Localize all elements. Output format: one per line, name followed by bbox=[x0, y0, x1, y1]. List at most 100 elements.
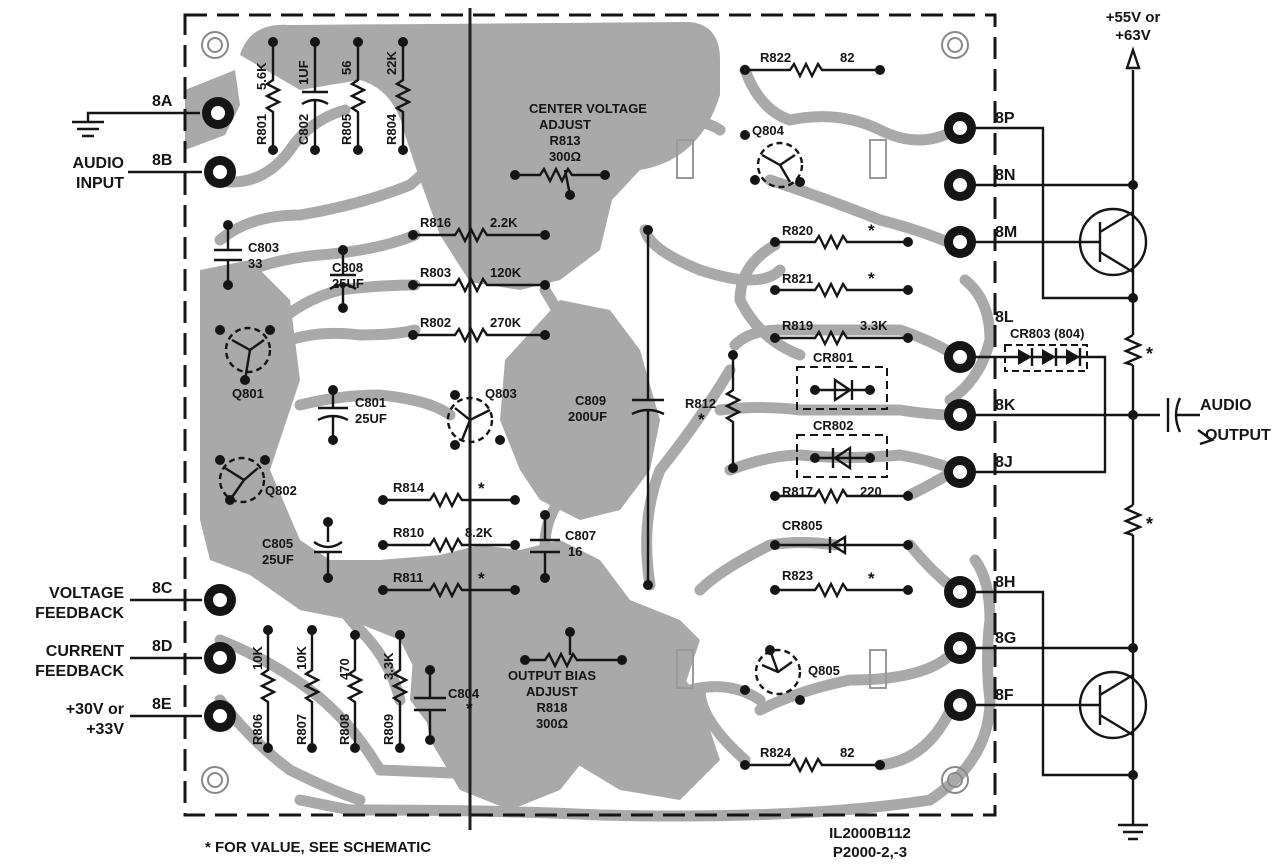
center-adjust-line4: 300Ω bbox=[549, 149, 581, 164]
label-c802: C802 bbox=[296, 114, 311, 145]
value-r805: 56 bbox=[339, 61, 354, 75]
center-adjust-line1: CENTER VOLTAGE bbox=[529, 101, 647, 116]
label-r808: R808 bbox=[337, 714, 352, 745]
value-r801: 5.6K bbox=[254, 62, 269, 90]
left-components bbox=[214, 37, 742, 753]
current-feedback-line2: FEEDBACK bbox=[35, 663, 124, 680]
value-r807: 10K bbox=[294, 646, 309, 670]
terminal-8c: 8C bbox=[152, 580, 173, 597]
terminal-8l: 8L bbox=[995, 309, 1014, 326]
supply-30v-line2: +33V bbox=[86, 721, 124, 738]
label-r821: R821 bbox=[782, 271, 813, 286]
right-components bbox=[740, 61, 913, 774]
external-output-circuit bbox=[72, 46, 1215, 841]
terminal-8n: 8N bbox=[995, 167, 1015, 184]
terminal-8a: 8A bbox=[152, 93, 173, 110]
label-c803: C803 bbox=[248, 240, 279, 255]
footnote: * FOR VALUE, SEE SCHEMATIC bbox=[205, 839, 431, 856]
terminal-8p: 8P bbox=[995, 110, 1015, 127]
audio-output-line2: OUTPUT bbox=[1205, 427, 1271, 444]
label-c804: C804 bbox=[448, 686, 480, 701]
label-q802: Q802 bbox=[265, 483, 297, 498]
value-r821: * bbox=[868, 269, 875, 288]
audio-output-line1: AUDIO bbox=[1200, 397, 1252, 414]
label-r819: R819 bbox=[782, 318, 813, 333]
label-r817: R817 bbox=[782, 484, 813, 499]
supply-top-line1: +55V or bbox=[1106, 9, 1161, 26]
audio-input-line1: AUDIO bbox=[72, 155, 124, 172]
right-terminal-pads bbox=[944, 112, 976, 721]
label-c805: C805 bbox=[262, 536, 293, 551]
label-r802: R802 bbox=[420, 315, 451, 330]
terminal-8h: 8H bbox=[995, 574, 1015, 591]
value-c807: 16 bbox=[568, 544, 582, 559]
value-r820: * bbox=[868, 221, 875, 240]
label-cr805: CR805 bbox=[782, 518, 822, 533]
board-outline bbox=[183, 13, 997, 817]
label-r822: R822 bbox=[760, 50, 791, 65]
value-c805: 25UF bbox=[262, 552, 294, 567]
terminal-8b: 8B bbox=[152, 152, 172, 169]
value-c804: * bbox=[466, 699, 473, 718]
right-resistor-upper-value: * bbox=[1146, 344, 1153, 364]
value-c808: 25UF bbox=[332, 276, 364, 291]
voltage-feedback-line1: VOLTAGE bbox=[49, 585, 124, 602]
terminal-8d: 8D bbox=[152, 638, 172, 655]
value-r810: 8.2K bbox=[465, 525, 493, 540]
value-c809: 200UF bbox=[568, 409, 607, 424]
value-r824: 82 bbox=[840, 745, 854, 760]
label-r824: R824 bbox=[760, 745, 792, 760]
copper-ground-plane bbox=[185, 22, 720, 810]
bias-adjust-line2: ADJUST bbox=[526, 684, 578, 699]
label-r820: R820 bbox=[782, 223, 813, 238]
label-r810: R810 bbox=[393, 525, 424, 540]
label-c801: C801 bbox=[355, 395, 386, 410]
value-c801: 25UF bbox=[355, 411, 387, 426]
label-r816: R816 bbox=[420, 215, 451, 230]
value-r809: 3.3K bbox=[381, 652, 396, 680]
label-q801: Q801 bbox=[232, 386, 264, 401]
label-r801: R801 bbox=[254, 114, 269, 145]
label-r804: R804 bbox=[384, 113, 399, 145]
terminal-8k: 8K bbox=[995, 397, 1016, 414]
label-cr802: CR802 bbox=[813, 418, 853, 433]
value-r804: 22K bbox=[384, 51, 399, 75]
copper-traces bbox=[209, 64, 996, 822]
supply-30v-line1: +30V or bbox=[66, 701, 124, 718]
mounting-holes bbox=[201, 31, 969, 794]
terminal-8j: 8J bbox=[995, 454, 1013, 471]
supply-top-line2: +63V bbox=[1115, 27, 1150, 44]
part-number-line1: IL2000B112 bbox=[829, 825, 911, 842]
value-r806: 10K bbox=[250, 646, 265, 670]
label-r805: R805 bbox=[339, 114, 354, 145]
terminal-8g: 8G bbox=[995, 630, 1016, 647]
label-cr801: CR801 bbox=[813, 350, 853, 365]
value-r802: 270K bbox=[490, 315, 522, 330]
terminal-8m: 8M bbox=[995, 224, 1017, 241]
label-r806: R806 bbox=[250, 714, 265, 745]
labels: +55V or +63V 8A 8B AUDIO INPUT 8C VOLTAG… bbox=[35, 9, 1271, 861]
label-q803: Q803 bbox=[485, 386, 517, 401]
label-c807: C807 bbox=[565, 528, 596, 543]
label-r807: R807 bbox=[294, 714, 309, 745]
value-r816: 2.2K bbox=[490, 215, 518, 230]
label-c808: C808 bbox=[332, 260, 363, 275]
bias-adjust-line4: 300Ω bbox=[536, 716, 568, 731]
value-r817: 220 bbox=[860, 484, 882, 499]
label-r814: R814 bbox=[393, 480, 425, 495]
value-r814: * bbox=[478, 479, 485, 498]
label-r809: R809 bbox=[381, 714, 396, 745]
label-r812: R812 bbox=[685, 396, 716, 411]
voltage-feedback-line2: FEEDBACK bbox=[35, 605, 124, 622]
label-c809: C809 bbox=[575, 393, 606, 408]
audio-input-line2: INPUT bbox=[76, 175, 124, 192]
label-r811: R811 bbox=[393, 570, 423, 585]
value-c802: 1UF bbox=[296, 60, 311, 85]
terminal-8e: 8E bbox=[152, 696, 172, 713]
label-cr803: CR803 (804) bbox=[1010, 326, 1084, 341]
value-r803: 120K bbox=[490, 265, 522, 280]
value-r812: * bbox=[698, 410, 705, 429]
center-adjust-line2: ADJUST bbox=[539, 117, 591, 132]
value-r811: * bbox=[478, 569, 485, 588]
